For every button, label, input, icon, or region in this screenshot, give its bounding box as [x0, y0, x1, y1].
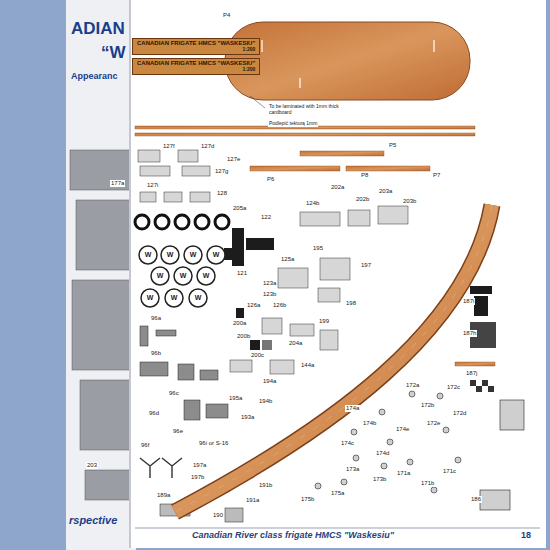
plate-text: CANADIAN FRIGATE HMCS "WASKESIU": [137, 60, 255, 67]
callout-number: Podlepić tekturą 1mm: [268, 121, 318, 127]
callout-number: P7: [432, 172, 441, 179]
footer-caption: Canadian River class frigate HMCS "Waske…: [190, 530, 396, 540]
callout-number: 127d: [200, 143, 215, 150]
callout-number: 96f: [140, 442, 150, 449]
callout-number: 174c: [340, 440, 355, 447]
page-heading: ADIAN: [70, 20, 126, 39]
page-heading: “W: [100, 44, 127, 63]
callout-number: 96a: [150, 315, 162, 322]
title-plate: CANADIAN FRIGATE HMCS "WASKESIU"1:200: [132, 38, 260, 55]
callout-number: 172a: [405, 382, 420, 389]
callout-number: 124b: [305, 200, 320, 207]
callout-number: 195: [312, 245, 324, 252]
callout-number: 96d: [148, 410, 160, 417]
callout-number: 172e: [426, 420, 441, 427]
callout-number: 187i: [462, 298, 475, 305]
callout-number: 203: [86, 462, 98, 469]
page-heading: To be laminated with 1mm thick cardboard: [268, 104, 350, 115]
callout-number: P5: [388, 142, 397, 149]
callout-number: 187j: [465, 370, 478, 377]
callout-number: 96e: [172, 428, 184, 435]
wheel-mark: W: [146, 294, 155, 302]
callout-number: 172d: [452, 410, 467, 417]
callout-number: 195a: [228, 395, 243, 402]
callout-number: 177a: [110, 180, 125, 187]
callout-number: 190: [212, 512, 224, 519]
callout-number: 174e: [395, 426, 410, 433]
plate-text: 1:200: [137, 47, 255, 53]
callout-number: 187h: [462, 330, 477, 337]
callout-number: 174a: [345, 405, 360, 412]
callout-number: 193a: [240, 414, 255, 421]
plate-text: CANADIAN FRIGATE HMCS "WASKESIU": [137, 40, 255, 47]
callout-number: P6: [266, 176, 275, 183]
callout-number: 175a: [330, 490, 345, 497]
callout-number: 191b: [258, 482, 273, 489]
page-heading: rspective: [68, 514, 118, 526]
callout-number: 200c: [250, 352, 265, 359]
callout-number: 144a: [300, 362, 315, 369]
callout-number: 127e: [226, 156, 241, 163]
page-heading: Appearanc: [70, 72, 119, 82]
callout-number: 171c: [442, 468, 457, 475]
callout-number: 174d: [375, 450, 390, 457]
callout-number: 96i or S-16: [198, 440, 229, 447]
callout-number: 202a: [330, 184, 345, 191]
page-heading: 18: [520, 531, 532, 541]
callout-number: 203b: [402, 198, 417, 205]
callout-number: 200b: [236, 333, 251, 340]
callout-number: 126a: [246, 302, 261, 309]
callout-number: 186: [470, 496, 482, 503]
title-plate: CANADIAN FRIGATE HMCS "WASKESIU"1:200: [132, 58, 260, 75]
plate-text: 1:200: [137, 67, 255, 73]
callout-number: 205a: [232, 205, 247, 212]
callout-number: 191a: [245, 497, 260, 504]
callout-number: 121: [236, 270, 248, 277]
callout-number: 171a: [396, 470, 411, 477]
callout-number: 197: [360, 262, 372, 269]
callout-number: 173a: [345, 466, 360, 473]
wheel-mark: W: [212, 251, 221, 259]
callout-number: 197b: [190, 474, 205, 481]
callout-number: 172c: [446, 384, 461, 391]
wheel-mark: W: [170, 294, 179, 302]
wheel-mark: W: [194, 294, 203, 302]
callout-number: P4: [222, 12, 231, 19]
wheel-mark: W: [166, 251, 175, 259]
callout-number: 127i: [146, 182, 159, 189]
callout-number: 123b: [262, 291, 277, 298]
callout-number: 199: [318, 318, 330, 325]
callout-number: 171b: [420, 480, 435, 487]
callout-number: 189a: [156, 492, 171, 499]
callout-number: 96c: [168, 390, 180, 397]
callout-number: 122: [260, 214, 272, 221]
callout-number: 128: [216, 190, 228, 197]
callout-number: 172b: [420, 402, 435, 409]
callout-number: 175b: [300, 496, 315, 503]
wheel-mark: W: [156, 272, 165, 280]
callout-number: 200a: [232, 320, 247, 327]
callout-number: 173b: [372, 476, 387, 483]
wheel-mark: W: [144, 251, 153, 259]
callout-number: 198: [345, 300, 357, 307]
callout-number: 194b: [258, 398, 273, 405]
callout-number: 202b: [355, 196, 370, 203]
callout-number: 123a: [262, 280, 277, 287]
callout-number: 197a: [192, 462, 207, 469]
wheel-mark: W: [179, 272, 188, 280]
wheel-mark: W: [202, 272, 211, 280]
callout-number: 125a: [280, 256, 295, 263]
callout-number: 174b: [362, 420, 377, 427]
callout-number: 96b: [150, 350, 162, 357]
wheel-mark: W: [189, 251, 198, 259]
callout-number: 127g: [214, 168, 229, 175]
callout-number: 204a: [288, 340, 303, 347]
callout-number: P8: [360, 172, 369, 179]
callout-number: 126b: [272, 302, 287, 309]
callout-number: 203a: [378, 188, 393, 195]
callout-number: 194a: [262, 378, 277, 385]
callout-number: 127f: [162, 143, 176, 150]
